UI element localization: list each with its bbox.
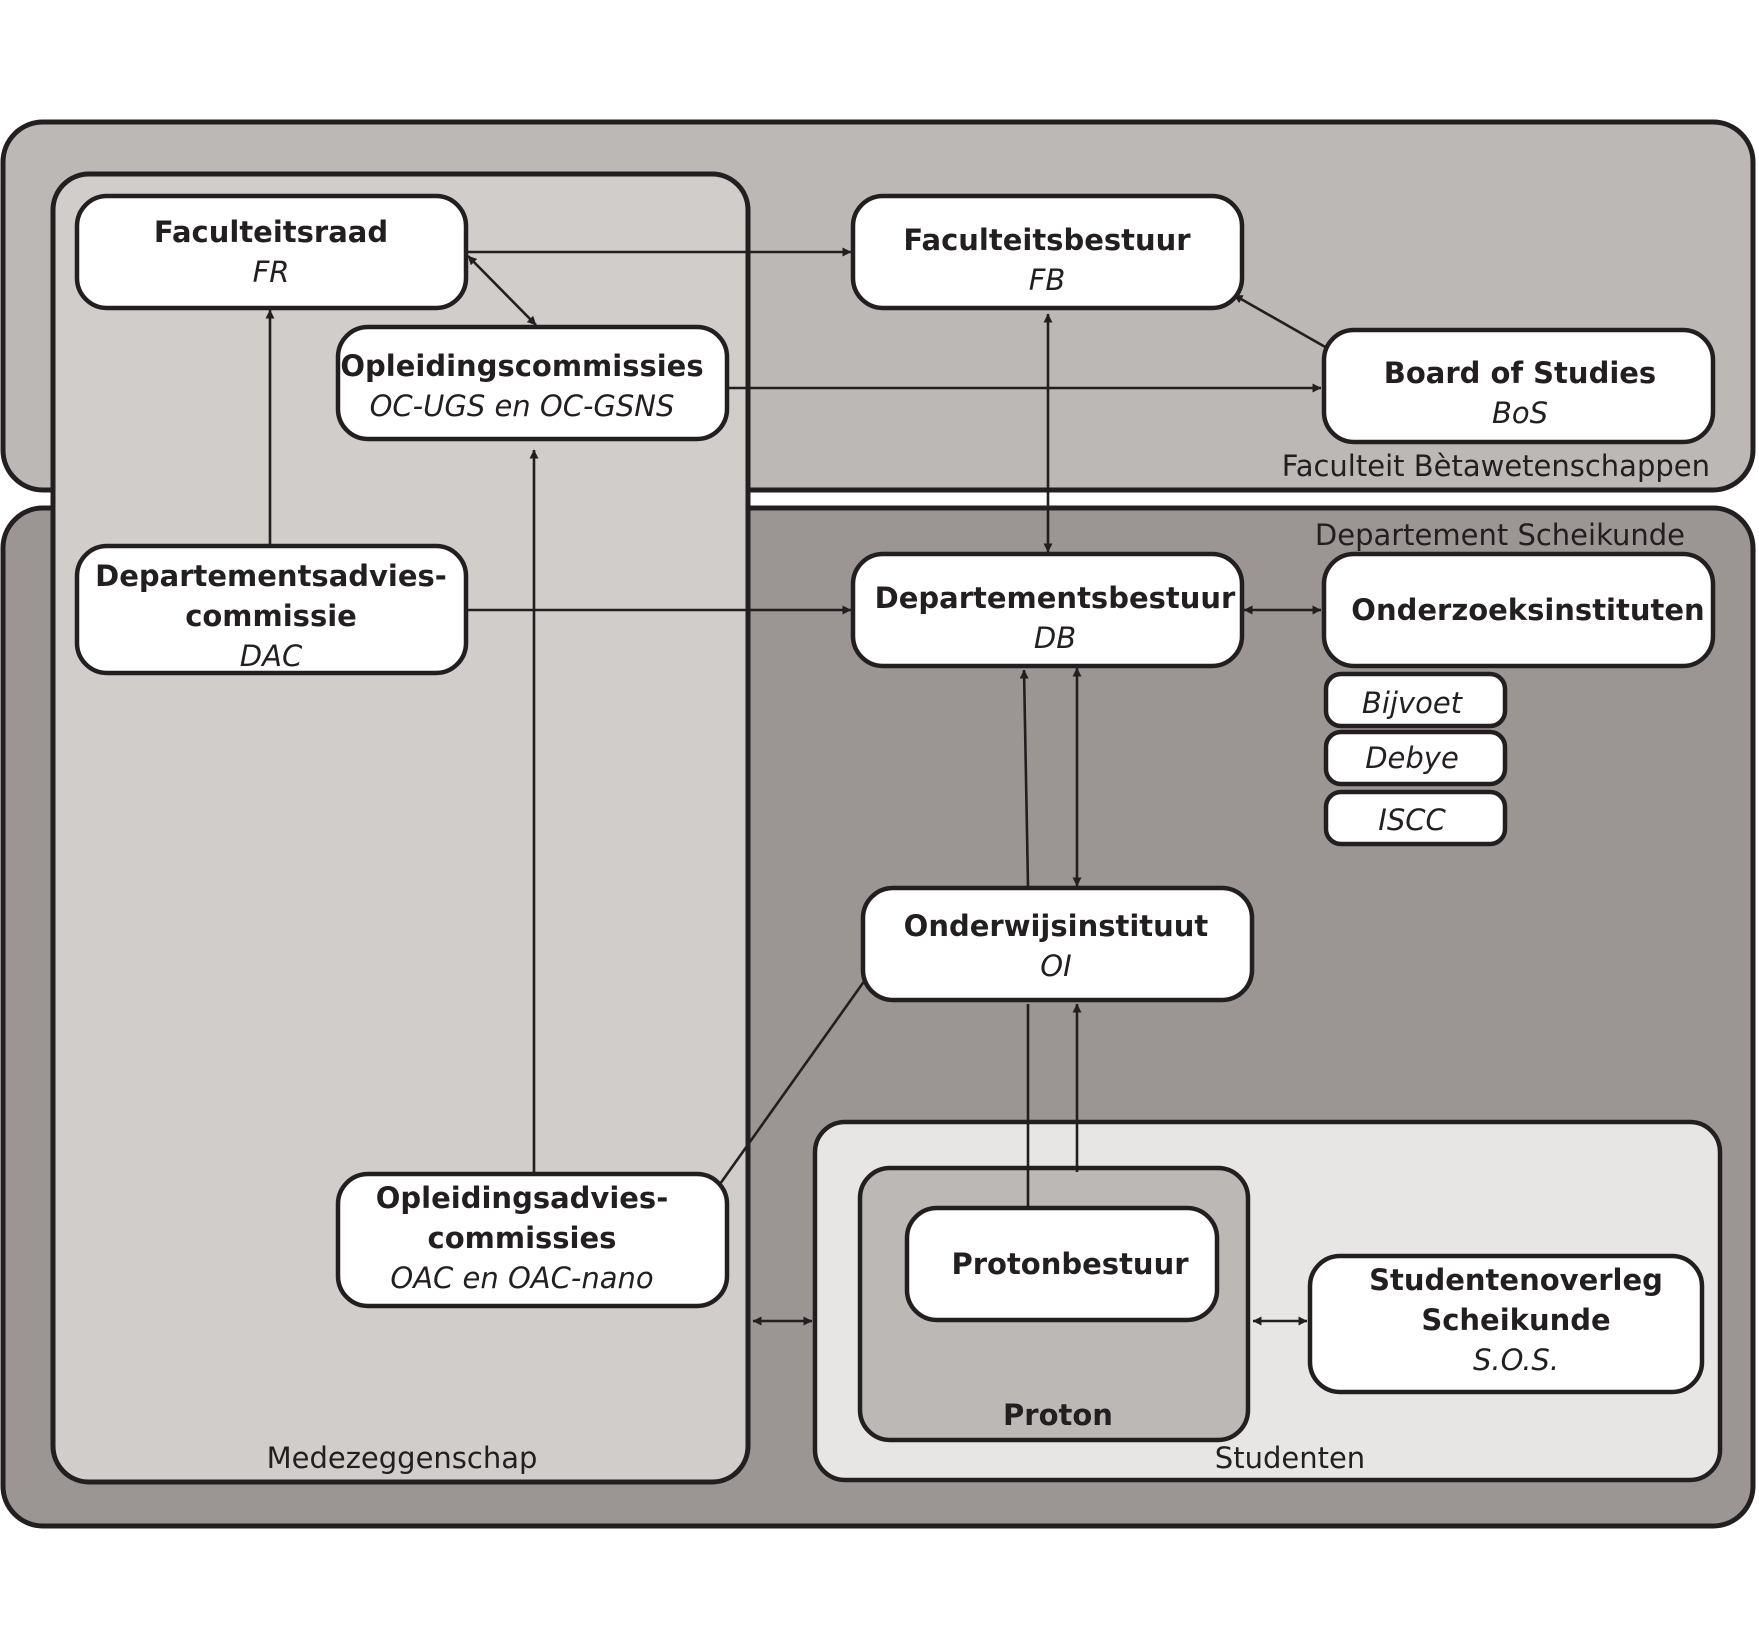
node-faculteitsraad: Faculteitsraad FR [74, 193, 469, 311]
node-board-of-studies: Board of Studies BoS [1321, 327, 1716, 445]
institute-debye: Debye [1323, 729, 1508, 787]
departement-label: Departement Scheikunde [1315, 518, 1685, 552]
faculteitsbestuur-title: Faculteitsbestuur [903, 223, 1191, 257]
dac-title-line2: commissie [185, 599, 357, 633]
departementsbestuur-title: Departementsbestuur [875, 581, 1236, 615]
faculteitsraad-abbr: FR [253, 255, 290, 289]
medezeggenschap-group [50, 171, 751, 1485]
institute-iscc-label: ISCC [1378, 803, 1446, 837]
departementsbestuur-abbr: DB [1034, 621, 1076, 655]
node-dac: Departementsadvies- commissie DAC [74, 543, 469, 676]
board-of-studies-abbr: BoS [1492, 396, 1548, 430]
node-faculteitsbestuur: Faculteitsbestuur FB [850, 193, 1245, 311]
board-of-studies-title: Board of Studies [1384, 356, 1656, 390]
edge-oac-oi [718, 965, 877, 1185]
onderwijsinstituut-abbr: OI [1040, 949, 1071, 983]
edges [265, 247, 1328, 1326]
dac-abbr: DAC [240, 639, 303, 673]
sos-title-line2: Scheikunde [1421, 1303, 1610, 1337]
institute-bijvoet-label: Bijvoet [1362, 686, 1464, 720]
oac-abbr: OAC en OAC-nano [390, 1261, 653, 1295]
opleidingscommissies-abbr: OC-UGS en OC-GSNS [370, 389, 675, 423]
institute-bijvoet: Bijvoet [1323, 671, 1508, 729]
institute-iscc: ISCC [1323, 789, 1508, 847]
onderwijsinstituut-title: Onderwijsinstituut [904, 909, 1209, 943]
node-protonbestuur: Protonbestuur [904, 1205, 1220, 1323]
institute-debye-label: Debye [1365, 741, 1459, 775]
institute-list: Bijvoet Debye ISCC [1323, 671, 1508, 847]
sos-title-line1: Studentenoverleg [1369, 1263, 1663, 1297]
dac-title-line1: Departementsadvies- [95, 559, 447, 593]
oac-title-line1: Opleidingsadvies- [376, 1181, 668, 1215]
oac-title-line2: commissies [428, 1221, 617, 1255]
edge-fr-oc [467, 255, 537, 326]
node-onderzoeksinstituten: Onderzoeksinstituten [1321, 551, 1716, 669]
edge-bos-fb [1233, 293, 1328, 350]
edge-oi-db [1019, 669, 1030, 887]
studenten-label: Studenten [1215, 1441, 1365, 1475]
node-sos: Studentenoverleg Scheikunde S.O.S. [1307, 1253, 1705, 1395]
node-departementsbestuur: Departementsbestuur DB [850, 551, 1245, 669]
node-onderwijsinstituut: Onderwijsinstituut OI [860, 885, 1255, 1003]
onderzoeksinstituten-title: Onderzoeksinstituten [1351, 593, 1704, 627]
faculteitsbestuur-abbr: FB [1029, 263, 1066, 297]
node-opleidingscommissies: Opleidingscommissies OC-UGS en OC-GSNS [335, 324, 730, 442]
node-oac: Opleidingsadvies- commissies OAC en OAC-… [335, 1171, 730, 1309]
faculteitsraad-title: Faculteitsraad [154, 215, 388, 249]
medezeggenschap-label: Medezeggenschap [267, 1441, 538, 1475]
sos-abbr: S.O.S. [1473, 1343, 1559, 1377]
opleidingscommissies-title: Opleidingscommissies [340, 349, 703, 383]
proton-label: Proton [1003, 1398, 1113, 1432]
protonbestuur-title: Protonbestuur [951, 1247, 1189, 1281]
faculteit-label: Faculteit Bètawetenschappen [1282, 449, 1710, 483]
